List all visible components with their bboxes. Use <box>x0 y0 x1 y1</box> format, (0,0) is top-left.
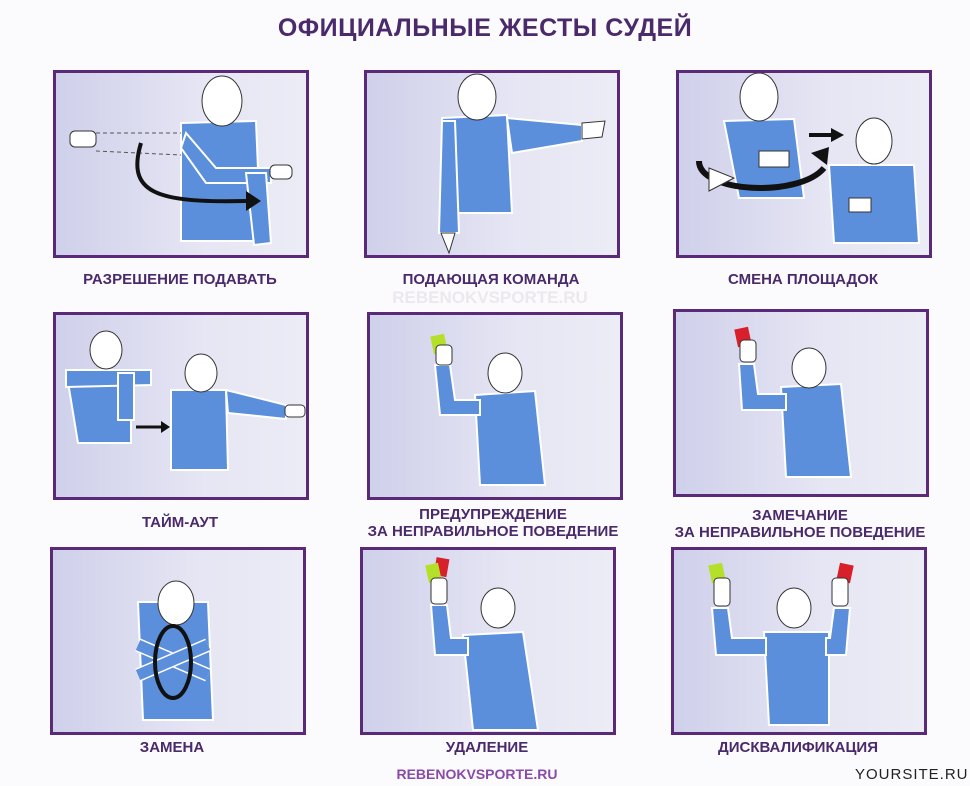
referee-figure-time-out <box>64 330 306 471</box>
panel-serve-permission <box>53 70 309 258</box>
gesture-label: ПОДАЮЩАЯ КОМАНДА <box>402 271 580 288</box>
panel-penalty <box>673 309 929 497</box>
gesture-label: ЗАМЕНА <box>139 739 205 756</box>
referee-figure-warning <box>430 333 547 486</box>
gesture-label-line1: ПРЕДУПРЕЖДЕНИЕ <box>419 506 567 523</box>
panel-warning <box>367 312 623 500</box>
gesture-label: УДАЛЕНИЕ <box>445 739 529 756</box>
gesture-label: ТАЙМ-АУТ <box>141 514 219 531</box>
gesture-label-line1: ЗАМЕЧАНИЕ <box>752 507 848 524</box>
footer-site-link[interactable]: REBENOKVSPORTE.RU <box>396 766 558 782</box>
panel-time-out <box>53 312 309 500</box>
panel-disqualification <box>671 547 927 735</box>
referee-figure-serving-team <box>437 73 606 255</box>
center-watermark: REBENOKVSPORTE.RU <box>392 288 588 307</box>
gesture-label-line2: ЗА НЕПРАВИЛЬНОЕ ПОВЕДЕНИЕ <box>674 524 926 541</box>
referee-figure-substitution <box>135 580 215 721</box>
referee-figure-penalty <box>734 326 853 478</box>
gesture-label: СМЕНА ПЛОЩАДОК <box>727 271 879 288</box>
panel-change-courts <box>676 70 932 258</box>
gesture-label-line2: ЗА НЕПРАВИЛЬНОЕ ПОВЕДЕНИЕ <box>367 523 619 540</box>
corner-watermark: YOURSITE.RU <box>855 766 969 783</box>
gesture-label: РАЗРЕШЕНИЕ ПОДАВАТЬ <box>83 271 277 288</box>
panel-serving-team <box>364 70 620 258</box>
panel-expulsion <box>360 547 616 735</box>
gesture-label: ДИСКВАЛИФИКАЦИЯ <box>718 739 878 756</box>
panel-substitution <box>50 547 306 735</box>
page-title: ОФИЦИАЛЬНЫЕ ЖЕСТЫ СУДЕЙ <box>277 14 693 42</box>
referee-figure-change-courts <box>696 73 921 244</box>
referee-figure-serve-permission <box>69 75 293 247</box>
referee-figure-expulsion <box>425 557 540 731</box>
referee-figure-disqualification <box>708 562 854 726</box>
